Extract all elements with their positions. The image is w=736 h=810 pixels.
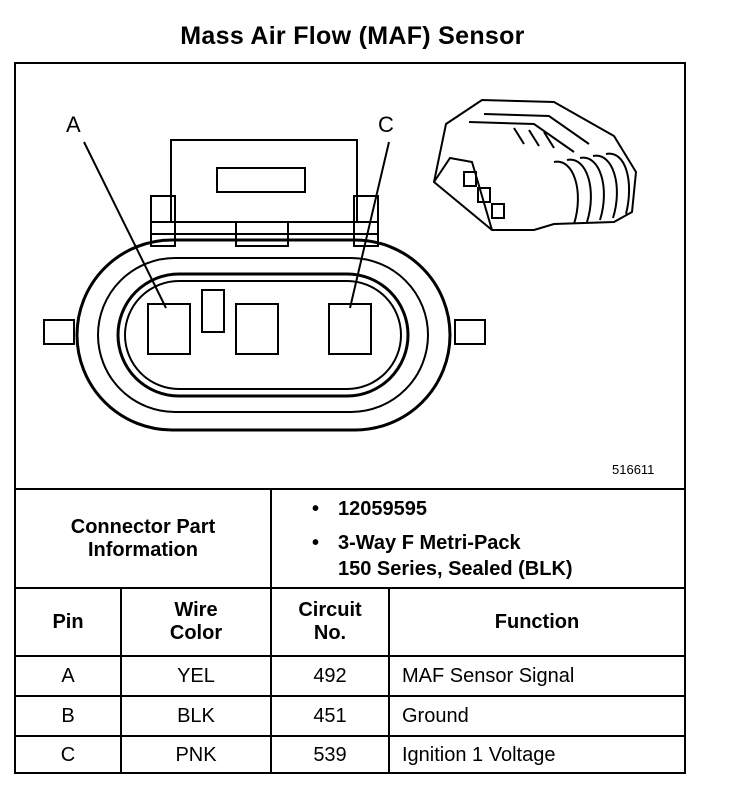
table-cell: 451 — [313, 704, 347, 727]
pin-b-cavity — [235, 303, 279, 355]
pin-c-cavity — [328, 303, 372, 355]
connector-info-label: Connector Part Information — [70, 515, 216, 561]
divider — [14, 488, 686, 490]
table-cell: C — [60, 744, 76, 766]
divider — [270, 587, 272, 774]
table-cell: A — [61, 664, 75, 687]
page-title: Mass Air Flow (MAF) Sensor — [180, 22, 525, 50]
table-cell: 539 — [313, 744, 347, 766]
divider — [14, 735, 686, 737]
table-cell: BLK — [177, 704, 215, 727]
table-cell: Ignition 1 Voltage — [402, 744, 556, 766]
table-cell: 492 — [313, 664, 347, 687]
latch-housing — [170, 139, 358, 223]
divider — [120, 587, 122, 774]
pin-c-label: C — [378, 112, 394, 137]
header-pin: Pin — [52, 610, 84, 633]
left-tab — [43, 319, 75, 345]
header-function: Function — [494, 610, 580, 633]
table-cell: Ground — [402, 704, 469, 727]
table-cell: B — [61, 704, 75, 727]
table-cell: YEL — [177, 664, 215, 687]
connector-type: 3-Way F Metri-Pack — [338, 532, 521, 554]
table-cell: PNK — [175, 744, 217, 766]
header-wire-color: Wire Color — [169, 599, 223, 644]
connector-body — [75, 238, 452, 432]
divider — [14, 587, 686, 589]
right-tab — [454, 319, 486, 345]
polarity-key — [201, 289, 225, 333]
connector-part-number: 12059595 — [338, 498, 427, 520]
connector-diagram: A C — [43, 98, 638, 432]
divider — [270, 488, 272, 589]
connector-3d-icon — [432, 98, 638, 231]
pin-a-label: A — [66, 112, 81, 137]
figure-id: 516611 — [612, 462, 655, 477]
divider — [14, 695, 686, 697]
diagram-frame — [14, 62, 686, 774]
connector-series: 150 Series, Sealed (BLK) — [338, 558, 573, 580]
latch-window — [216, 167, 306, 193]
header-circuit-no: Circuit No. — [298, 599, 362, 644]
pin-a-cavity — [147, 303, 191, 355]
divider — [388, 587, 390, 774]
table-cell: MAF Sensor Signal — [402, 664, 575, 687]
divider — [14, 655, 686, 657]
connector-info-list: •12059595 •3-Way F Metri-Pack 150 Series… — [312, 498, 573, 580]
